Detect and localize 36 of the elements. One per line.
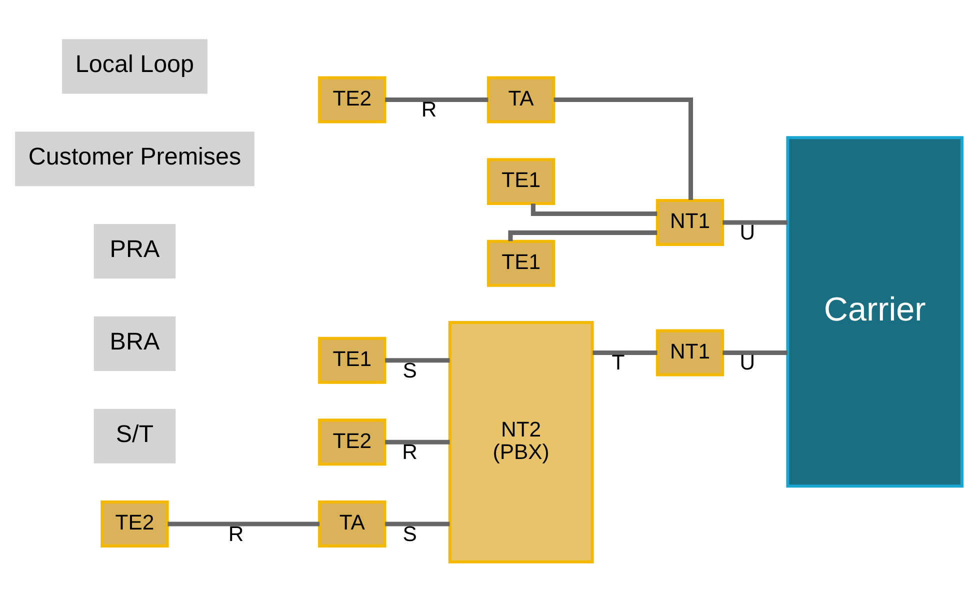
connector bbox=[592, 350, 657, 355]
node-box: TE1 bbox=[486, 158, 555, 205]
connector bbox=[384, 96, 488, 102]
connector bbox=[384, 358, 450, 362]
node-box: TE2 bbox=[100, 500, 168, 547]
label: BRA bbox=[109, 328, 160, 355]
node-box: NT1 bbox=[655, 328, 724, 376]
edge-label: R bbox=[420, 98, 436, 122]
node-box: TA bbox=[486, 76, 555, 123]
node-box: TA bbox=[318, 500, 386, 547]
node-box: Carrier bbox=[786, 136, 963, 488]
label: Customer Premises bbox=[28, 143, 241, 170]
connector bbox=[722, 220, 787, 224]
edge-label: S bbox=[402, 522, 416, 546]
node-box: TE2 bbox=[318, 418, 386, 466]
label: S/T bbox=[115, 420, 154, 448]
node-box: NT1 bbox=[655, 198, 724, 246]
label: PRA bbox=[109, 236, 160, 263]
edge-label: R bbox=[228, 522, 244, 546]
connector bbox=[508, 230, 657, 241]
node-box: TE1 bbox=[486, 239, 555, 286]
label: Local Loop bbox=[74, 50, 194, 78]
node-box: NT2 (PBX) bbox=[448, 320, 594, 563]
node-box: TE2 bbox=[318, 76, 386, 123]
edge-label: R bbox=[402, 440, 418, 464]
connector bbox=[722, 350, 787, 355]
node-box: TE1 bbox=[318, 336, 386, 384]
connector bbox=[530, 203, 657, 216]
edge-label: S bbox=[402, 358, 416, 382]
connector bbox=[384, 439, 450, 444]
edge-label: T bbox=[611, 351, 624, 374]
connector bbox=[384, 521, 450, 526]
connector bbox=[553, 96, 693, 200]
edge-label: U bbox=[739, 351, 755, 374]
edge-label: U bbox=[739, 220, 755, 244]
connector bbox=[167, 521, 320, 526]
